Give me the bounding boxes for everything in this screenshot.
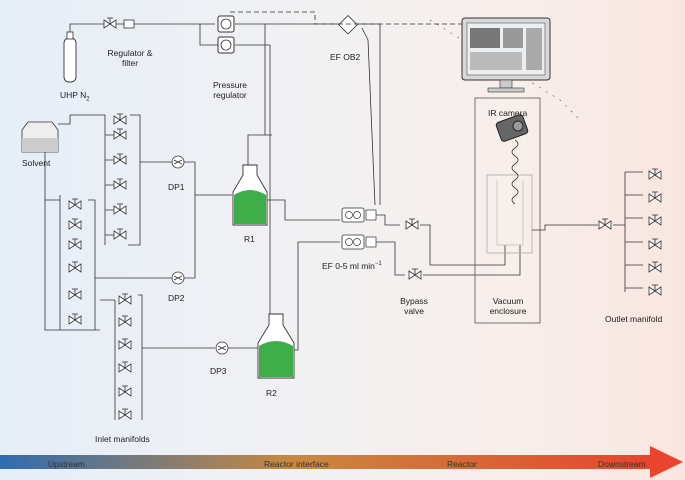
pump-dp1-icon — [171, 155, 185, 169]
regulator-filter-icon — [103, 17, 135, 29]
solvent-tank-icon — [21, 121, 59, 153]
gas-cylinder-icon — [63, 31, 77, 83]
stage-downstream: Downstream — [598, 459, 646, 469]
ir-camera-icon — [495, 114, 529, 142]
solvent-label: Solvent — [22, 158, 51, 168]
inlet-manifold-b — [45, 195, 172, 330]
vacuum-enclosure — [474, 97, 541, 324]
pump-dp2-icon — [171, 271, 185, 285]
inlet-manifold-a — [104, 113, 172, 246]
camera-signal-line — [429, 19, 581, 121]
stage-upstream: Upstream — [48, 459, 85, 469]
dp1-label: DP1 — [168, 182, 185, 192]
outlet-manifold — [613, 168, 662, 296]
solvent-line — [58, 114, 105, 125]
signal-line — [230, 11, 470, 25]
stage-reactor-interface: Reactor interface — [264, 459, 329, 469]
dp2-label: DP2 — [168, 293, 185, 303]
ef-ob2-icon — [338, 14, 358, 35]
dp3-label: DP3 — [210, 366, 227, 376]
gas-lines — [69, 23, 381, 318]
monitor-icon — [461, 17, 551, 93]
flow-controller-icon — [341, 207, 377, 250]
uhp-label: UHP N2 — [60, 90, 90, 103]
ir-camera-label: IR camera — [488, 108, 528, 118]
r1-label: R1 — [244, 234, 255, 244]
regulator-filter-label: Regulator &filter — [107, 48, 153, 68]
inlet-valve-icon — [405, 218, 419, 230]
ef-flow-label: EF 0-5 ml min−1 — [322, 260, 382, 271]
ef-ob2-label: EF OB2 — [330, 52, 361, 62]
outlet-valve-icon — [598, 218, 612, 230]
stage-reactor: Reactor — [447, 459, 477, 469]
r2-label: R2 — [266, 388, 277, 398]
solvent-return-line — [44, 152, 100, 331]
outlet-manifold-label: Outlet manifold — [605, 314, 663, 324]
reactor-r2-icon — [257, 313, 295, 379]
bypass-valve-icon — [408, 268, 422, 280]
process-flow-arrow — [0, 446, 683, 478]
inlet-manifolds-label: Inlet manifolds — [95, 434, 150, 444]
inlet-manifold-c — [100, 293, 215, 420]
pressure-regulator-icon — [217, 15, 235, 54]
reactor-r1-icon — [232, 164, 268, 226]
pump-dp3-icon — [215, 341, 229, 355]
